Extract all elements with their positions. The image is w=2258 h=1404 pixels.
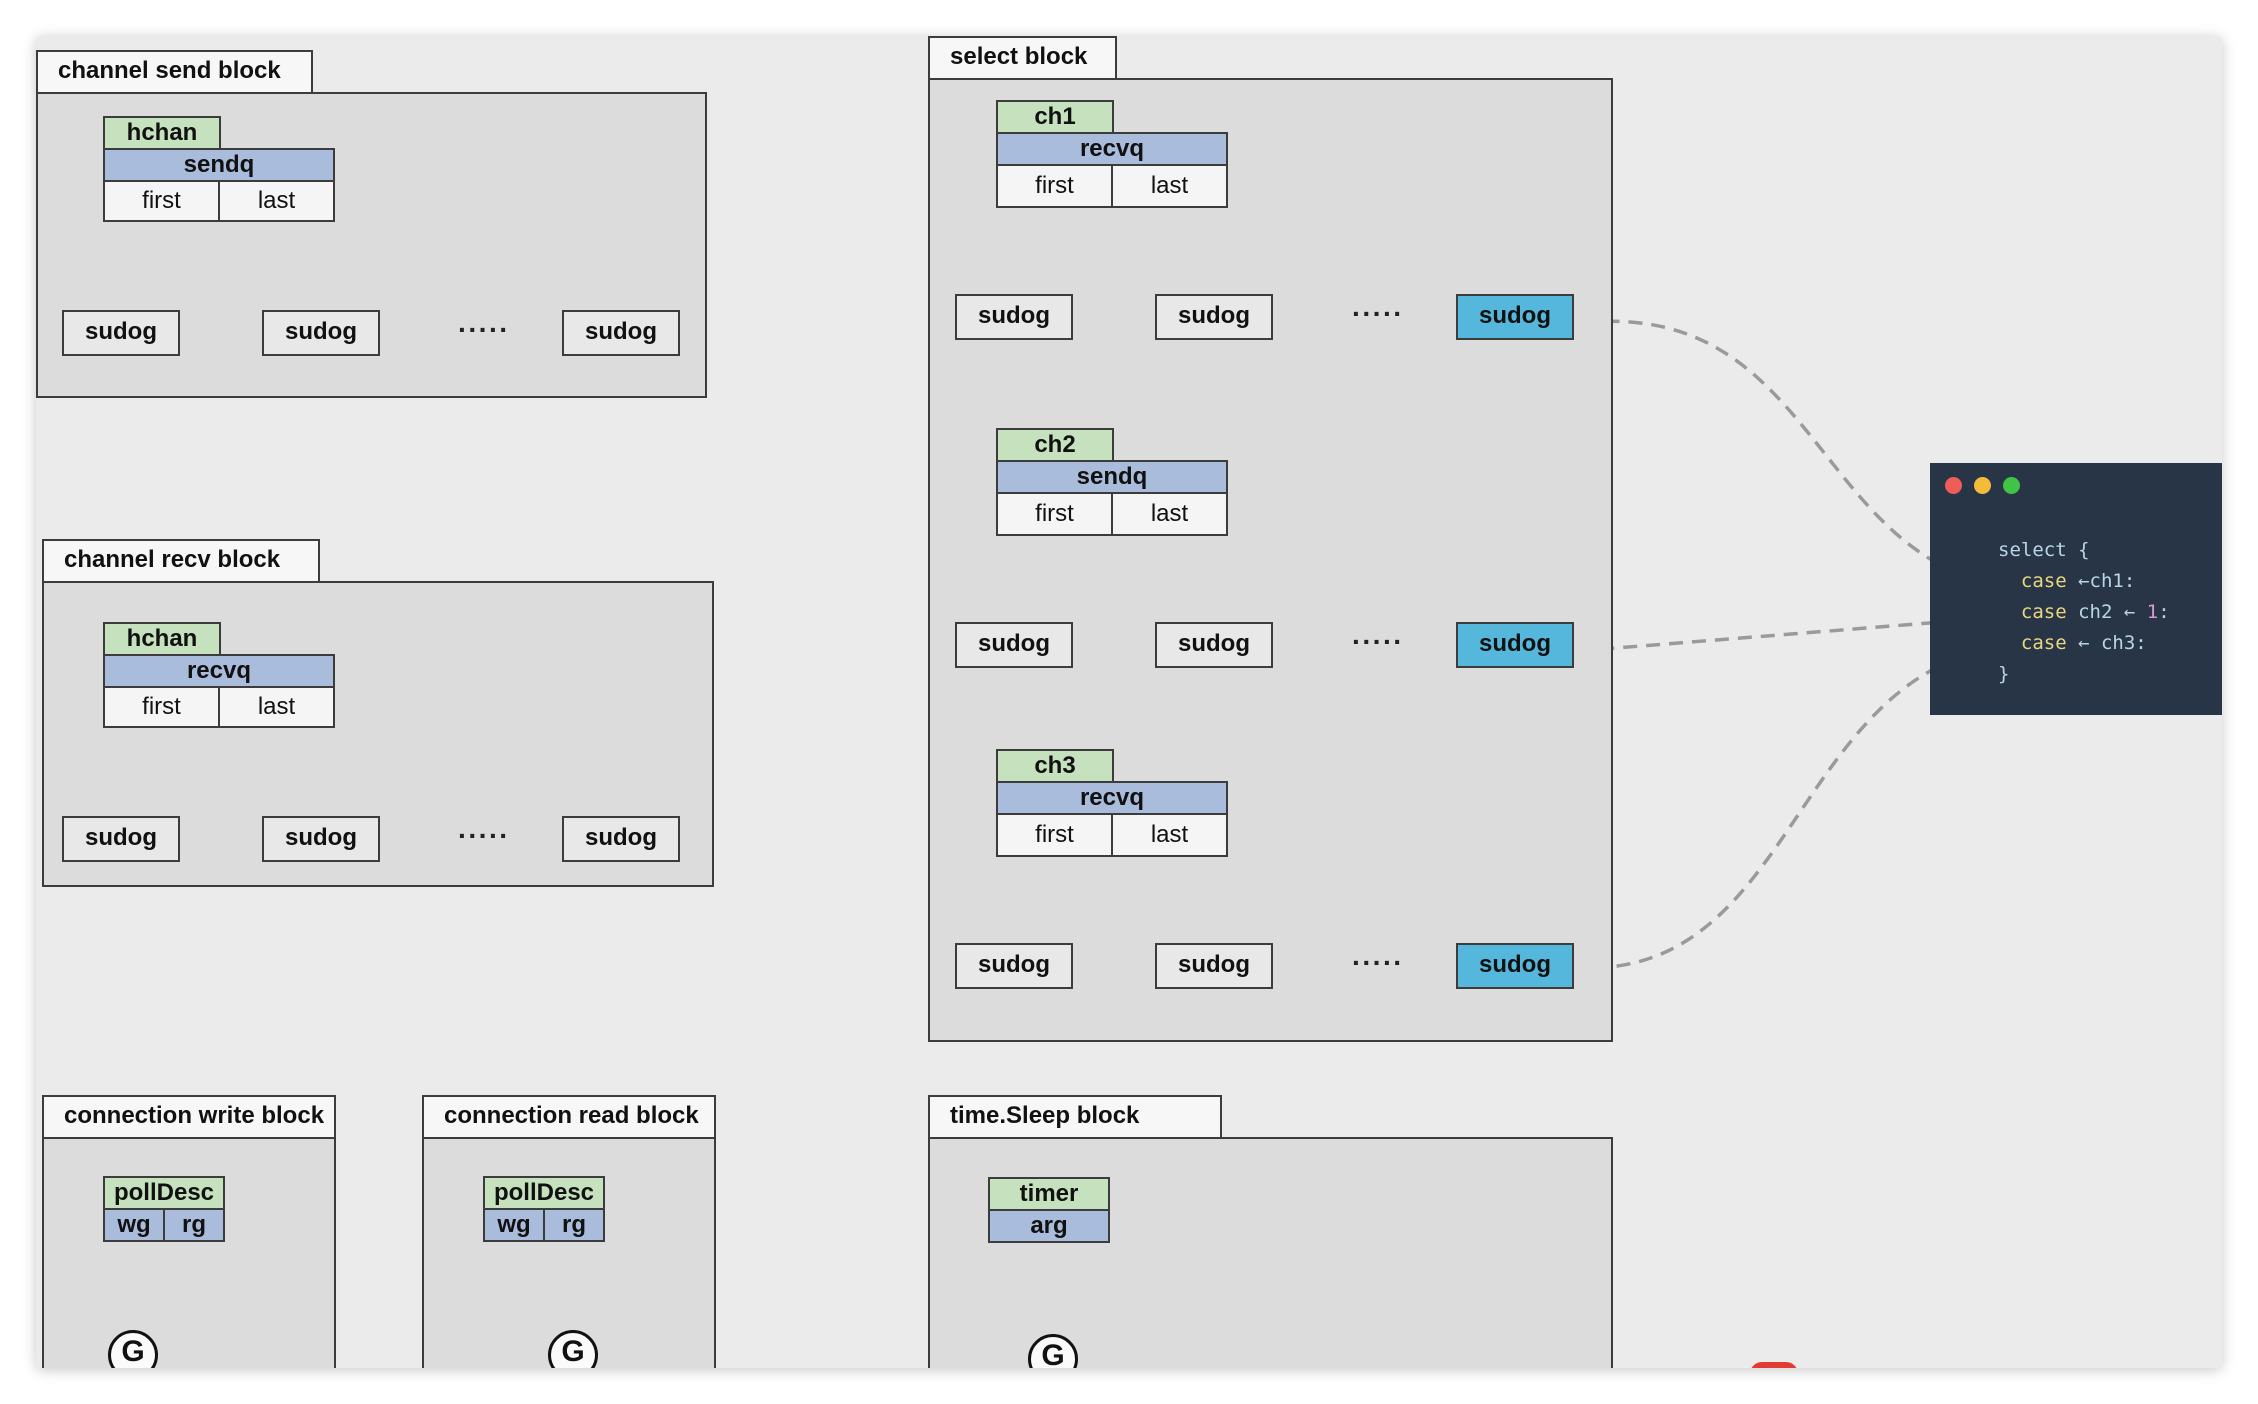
field-first: first [103, 686, 220, 728]
field-wg: wg [103, 1208, 165, 1242]
block-title-channel-recv: channel recv block [42, 539, 320, 581]
sudog-node: sudog [955, 294, 1073, 340]
goroutine-g: G [1028, 1334, 1078, 1368]
select-panel [928, 78, 1613, 1042]
code-line: case ← ch3: [2020, 632, 2147, 654]
sudog-node: sudog [955, 622, 1073, 668]
struct-name-polldesc: pollDesc [483, 1176, 605, 1210]
field-rg: rg [163, 1208, 225, 1242]
sudog-node: sudog [1155, 622, 1273, 668]
sudog-node: sudog [1155, 943, 1273, 989]
sudog-node: sudog [562, 310, 680, 356]
channel-name-ch1: ch1 [996, 100, 1114, 134]
window-minimize-dot [1974, 477, 1991, 494]
block-title-connection-write: connection write block [42, 1095, 336, 1137]
ellipsis: ····· [1352, 947, 1404, 978]
field-arg: arg [988, 1209, 1110, 1243]
field-last: last [1111, 164, 1228, 208]
connection-write-panel [42, 1137, 336, 1368]
struct-name-timer: timer [988, 1177, 1110, 1211]
window-close-dot [1945, 477, 1962, 494]
sudog-node: sudog [1155, 294, 1273, 340]
goroutine-g: G [548, 1330, 598, 1368]
channel-name-ch3: ch3 [996, 749, 1114, 783]
field-last: last [1111, 492, 1228, 536]
field-first: first [103, 180, 220, 222]
sudog-node: sudog [262, 816, 380, 862]
code-line: } [1998, 663, 2010, 685]
code-line: select { [1998, 539, 2090, 561]
channel-name-ch2: ch2 [996, 428, 1114, 462]
field-last: last [218, 180, 335, 222]
code-window: select { case ←ch1: case ch2 ← 1: case ←… [1930, 463, 2222, 715]
ellipsis: ····· [1352, 298, 1404, 329]
sudog-node: sudog [62, 310, 180, 356]
window-zoom-dot [2003, 477, 2020, 494]
field-first: first [996, 813, 1113, 857]
sudog-node-highlighted: sudog [1456, 943, 1574, 989]
sudog-node: sudog [262, 310, 380, 356]
struct-name-polldesc: pollDesc [103, 1176, 225, 1210]
connection-read-panel [422, 1137, 716, 1368]
sudog-node: sudog [62, 816, 180, 862]
queue-sendq: sendq [996, 460, 1228, 494]
ellipsis: ····· [458, 314, 510, 345]
field-last: last [1111, 813, 1228, 857]
field-first: first [996, 492, 1113, 536]
queue-recvq: recvq [996, 132, 1228, 166]
field-rg: rg [543, 1208, 605, 1242]
sudog-node-highlighted: sudog [1456, 294, 1574, 340]
struct-name-hchan: hchan [103, 116, 221, 150]
ellipsis: ····· [458, 820, 510, 851]
queue-recvq: recvq [996, 781, 1228, 815]
queue-recvq: recvq [103, 654, 335, 688]
queue-sendq: sendq [103, 148, 335, 182]
goroutine-g: G [108, 1330, 158, 1368]
field-first: first [996, 164, 1113, 208]
field-wg: wg [483, 1208, 545, 1242]
ellipsis: ····· [1352, 626, 1404, 657]
block-title-channel-send: channel send block [36, 50, 313, 92]
block-title-time-sleep: time.Sleep block [928, 1095, 1222, 1137]
case-ch3-arrow [1587, 644, 2005, 981]
select-code: select { case ←ch1: case ch2 ← 1: case ←… [1998, 535, 2170, 690]
red-corner-mark [1750, 1362, 1798, 1368]
sudog-node: sudog [562, 816, 680, 862]
code-line: case ←ch1: [2020, 570, 2136, 592]
code-line: case ch2 ← 1: [2020, 601, 2170, 623]
time-sleep-panel [928, 1137, 1613, 1368]
field-last: last [218, 686, 335, 728]
diagram-canvas: channel send block hchan sendq first las… [36, 36, 2222, 1368]
block-title-select: select block [928, 36, 1117, 78]
block-title-connection-read: connection read block [422, 1095, 716, 1137]
struct-name-hchan: hchan [103, 622, 221, 656]
sudog-node: sudog [955, 943, 1073, 989]
sudog-node-highlighted: sudog [1456, 622, 1574, 668]
